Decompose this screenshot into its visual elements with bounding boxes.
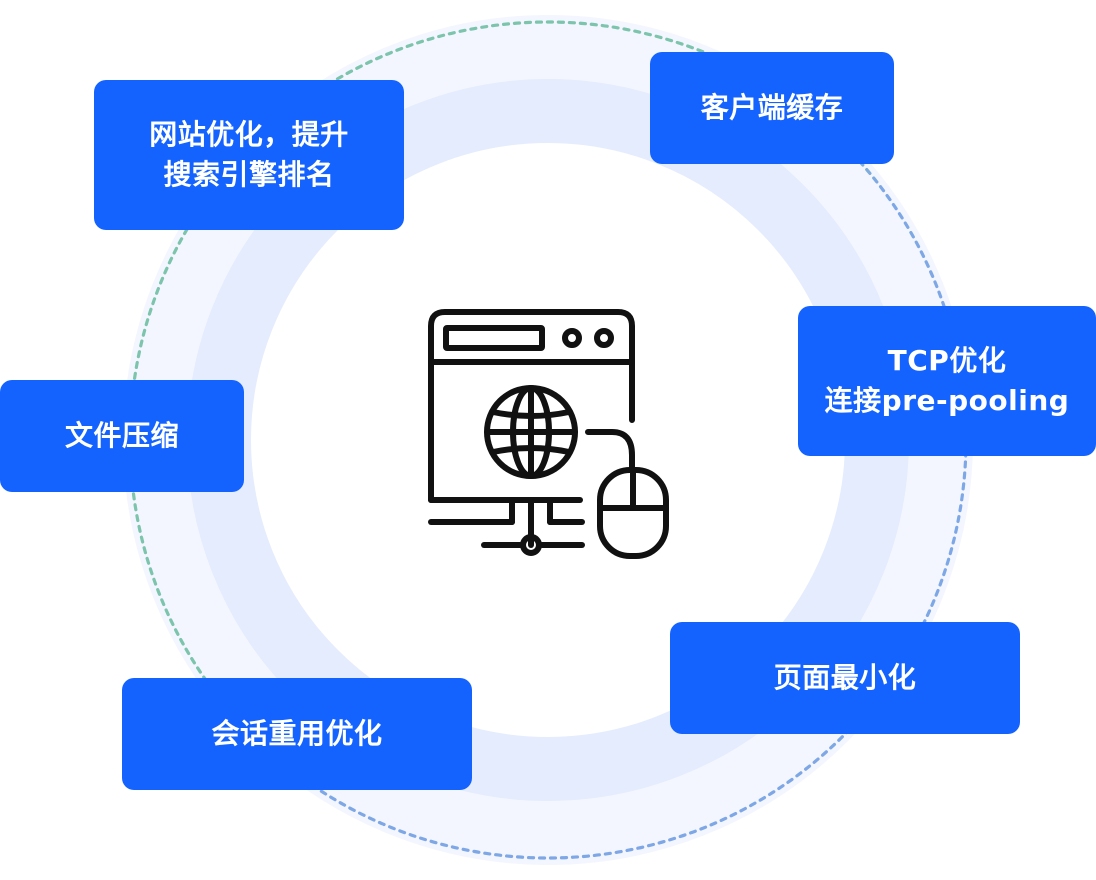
node-compress: 文件压缩 [0, 380, 244, 492]
node-tcp: TCP优化 连接pre-pooling [798, 306, 1096, 456]
address-bar [443, 325, 545, 351]
node-compress-label: 文件压缩 [64, 419, 179, 452]
browser-window-frame [428, 309, 635, 503]
node-session-label: 会话重用优化 [211, 717, 383, 750]
web-browser-globe-mouse-icon [428, 309, 669, 559]
node-page-min: 页面最小化 [670, 622, 1020, 734]
node-seo: 网站优化，提升 搜索引擎排名 [94, 80, 404, 230]
node-seo-label: 网站优化，提升 搜索引擎排名 [149, 118, 349, 191]
node-tcp-label: TCP优化 连接pre-pooling [824, 344, 1070, 417]
node-page-min-label: 页面最小化 [773, 661, 917, 694]
window-dot-2 [594, 328, 614, 348]
globe-icon [484, 385, 578, 479]
mouse-icon [597, 467, 669, 559]
node-client-cache: 客户端缓存 [650, 52, 894, 164]
network-stand-icon [428, 497, 585, 556]
window-dot-1 [562, 328, 582, 348]
node-session: 会话重用优化 [122, 678, 472, 790]
node-client-cache-label: 客户端缓存 [700, 91, 844, 124]
mouse-cable [585, 429, 635, 473]
